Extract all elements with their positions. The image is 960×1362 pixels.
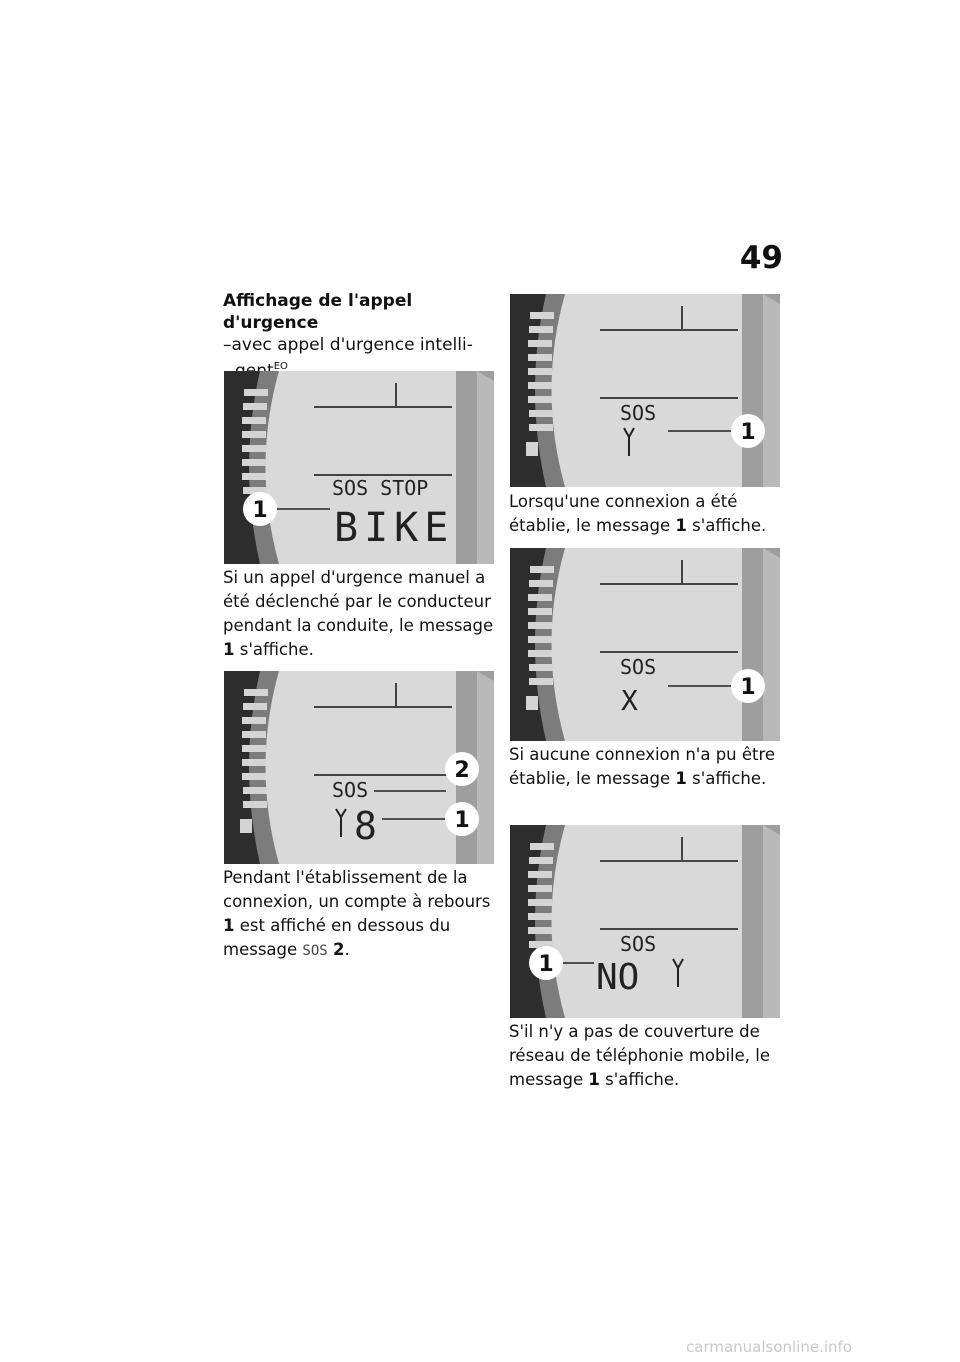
fig5-line2: NO xyxy=(596,957,639,998)
p4-ref: 1 xyxy=(675,769,687,788)
footer-watermark: carmanualsonline.info xyxy=(686,1338,852,1356)
paragraph-manual-call: Si un appel d'urgence manuel a été décle… xyxy=(223,566,498,662)
p1-after: s'affiche. xyxy=(234,640,314,659)
fig4-line2: X xyxy=(621,684,638,717)
p4-text: Si aucune connexion n'a pu être établie,… xyxy=(509,745,776,788)
figure-sos-no-network: SOS NO 1 xyxy=(510,825,780,1018)
heading-title: Affichage de l'appel d'urgence xyxy=(223,291,413,333)
page-number: 49 xyxy=(739,240,783,276)
fig4-line1: SOS xyxy=(620,655,656,679)
p4-after: s'affiche. xyxy=(686,769,767,788)
fig4-callout: 1 xyxy=(740,675,755,700)
figure-sos-connected: SOS 1 xyxy=(510,294,780,487)
heading-superscript: EO xyxy=(273,361,288,372)
p5-ref: 1 xyxy=(588,1070,600,1089)
figure-sos-failed: SOS X 1 xyxy=(510,548,780,741)
paragraph-connected: Lorsqu'une connexion a été établie, le m… xyxy=(509,490,784,538)
figure-sos-stop-bike: SOS STOP BIKE 1 xyxy=(224,371,494,564)
p1-ref: 1 xyxy=(223,640,235,659)
p2-ref2: 2 xyxy=(332,940,345,959)
fig2-line1: SOS xyxy=(332,778,368,802)
fig5-line1: SOS xyxy=(620,932,656,956)
antenna-icon xyxy=(335,808,347,837)
fig2-callout-2: 2 xyxy=(454,758,469,783)
fig3-line1: SOS xyxy=(620,401,656,425)
fig1-line2: BIKE xyxy=(334,505,454,551)
p2-ref: 1 xyxy=(223,916,235,935)
paragraph-connecting: Pendant l'établissement de la connexion,… xyxy=(223,866,498,963)
p1-text: Si un appel d'urgence manuel a été décle… xyxy=(223,568,494,635)
p2-text: Pendant l'établissement de la connexion,… xyxy=(223,868,491,911)
antenna-icon xyxy=(672,958,684,987)
fig5-callout: 1 xyxy=(538,952,553,977)
fig1-callout: 1 xyxy=(252,498,267,523)
p5-text: S'il n'y a pas de couverture de réseau d… xyxy=(509,1022,771,1089)
section-heading: Affichage de l'appel d'urgence –avec app… xyxy=(223,290,498,382)
p3-after: s'affiche. xyxy=(686,516,767,535)
p3-text: Lorsqu'une connexion a été établie, le m… xyxy=(509,492,738,535)
p2-middle: est affiché en dessous du message xyxy=(223,916,451,959)
p3-ref: 1 xyxy=(675,516,687,535)
p2-code: SOS xyxy=(302,943,328,959)
p5-after: s'affiche. xyxy=(599,1070,680,1089)
fig1-line1: SOS STOP xyxy=(332,476,428,500)
fig3-callout: 1 xyxy=(740,420,755,445)
fig2-line2: 8 xyxy=(354,804,377,848)
figure-sos-countdown: SOS 8 2 1 xyxy=(224,671,494,864)
heading-subtitle: –avec appel d'urgence intelli- xyxy=(223,335,473,355)
paragraph-no-network: S'il n'y a pas de couverture de réseau d… xyxy=(509,1020,784,1092)
p2-after: . xyxy=(344,940,350,959)
antenna-icon xyxy=(623,427,635,456)
fig2-callout-1: 1 xyxy=(454,808,469,833)
paragraph-failed: Si aucune connexion n'a pu être établie,… xyxy=(509,743,784,791)
